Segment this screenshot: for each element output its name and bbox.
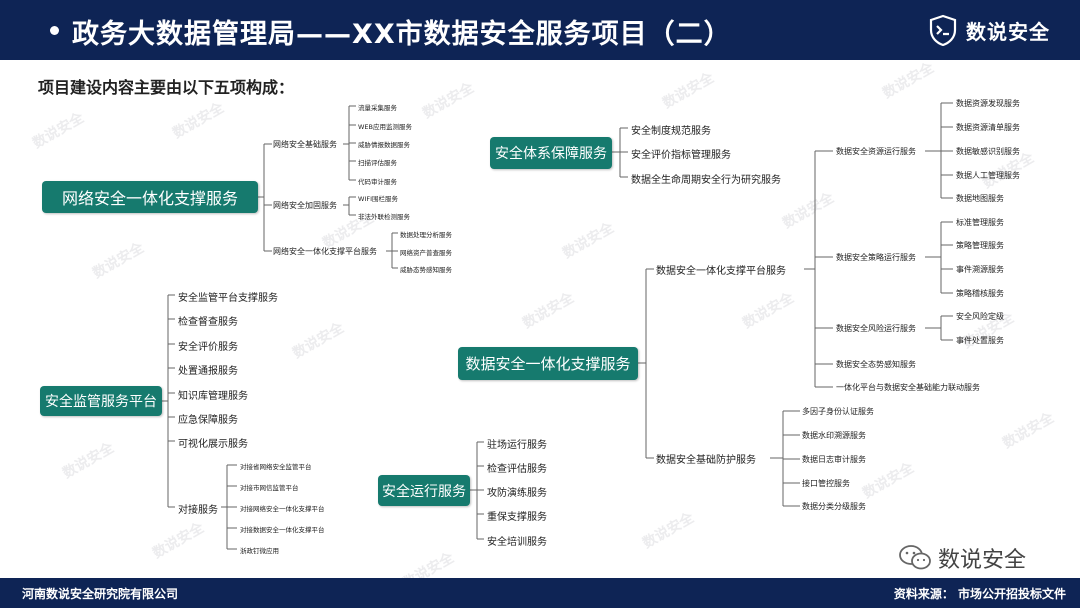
connector-network-basic [343, 105, 356, 181]
title-bullet [50, 26, 59, 35]
leaf-data-resource: 数据地图服务 [956, 194, 1004, 203]
node-system-guarantee: 安全体系保障服务 [490, 137, 612, 169]
footer-company: 河南数说安全研究院有限公司 [22, 587, 179, 601]
leaf-data-risk: 安全风险定级 [956, 312, 1004, 321]
leaf-data-resource: 数据人工管理服务 [956, 171, 1020, 180]
leaf-network-platform: 威胁态势感知服务 [400, 266, 452, 274]
connector-system [612, 127, 628, 178]
leaf-docking: 浙政钉微应用 [240, 547, 279, 555]
leaf-data-strategy: 策略管理服务 [956, 241, 1004, 250]
leaf-data-basic: 数据分类分级服务 [802, 502, 866, 511]
connector-basic [770, 410, 800, 507]
leaf-network-platform: 网络资产普查服务 [400, 249, 452, 257]
node-network-platform: 网络安全一体化支撑平台服务 [273, 247, 377, 256]
leaf-system: 安全制度规范服务 [631, 126, 711, 137]
node-network-basic: 网络安全基础服务 [273, 140, 337, 149]
leaf-supervision: 处置通报服务 [178, 366, 238, 377]
leaf-network-basic: 扫描评估服务 [358, 159, 397, 167]
leaf-network-basic: 威胁情报数据服务 [358, 141, 410, 149]
connector-network [258, 143, 272, 252]
connector-data-platform [804, 150, 833, 388]
leaf-data-basic: 数据日志审计服务 [802, 455, 866, 464]
wechat-account-tag: 数说安全 [898, 542, 1026, 574]
node-operation: 安全运行服务 [378, 475, 470, 506]
leaf-system: 安全评价指标管理服务 [631, 150, 731, 161]
leaf-network-harden: WIFI围栏服务 [358, 195, 398, 203]
leaf-supervision: 安全评价服务 [178, 342, 238, 353]
page-title: 政务大数据管理局——XX市数据安全服务项目（二） [72, 19, 732, 50]
connector-network-platform [386, 232, 398, 269]
leaf-operation: 重保支撑服务 [487, 512, 547, 523]
node-data-situation: 数据安全态势感知服务 [836, 360, 916, 369]
leaf-data-basic: 接口管控服务 [802, 479, 850, 488]
leaf-data-resource: 数据资源清单服务 [956, 123, 1020, 132]
leaf-data-risk: 事件处置服务 [956, 336, 1004, 345]
footer-bar: 河南数说安全研究院有限公司 资料来源： 市场公开招投标文件 [0, 578, 1080, 608]
leaf-operation: 检查评估服务 [487, 464, 547, 475]
leaf-data-resource: 数据敏感识别服务 [956, 147, 1020, 156]
leaf-network-platform: 数据处理分析服务 [400, 231, 452, 239]
leaf-docking: 对接数据安全一体化支撑平台 [240, 526, 325, 534]
header-bar: 政务大数据管理局——XX市数据安全服务项目（二） 数说安全 [0, 0, 1080, 60]
node-data-linkage: 一体化平台与数据安全基础能力联动服务 [836, 383, 980, 392]
connector-data [638, 268, 654, 459]
node-data-resource: 数据安全资源运行服务 [836, 147, 916, 156]
node-data-basic: 数据安全基础防护服务 [656, 455, 756, 466]
wechat-account-name: 数说安全 [938, 548, 1027, 573]
connector-operation [470, 441, 484, 540]
wechat-icon [899, 545, 931, 570]
leaf-operation: 攻防演练服务 [487, 488, 547, 499]
leaf-docking: 对接省网络安全监管平台 [240, 463, 312, 471]
leaf-network-basic: WEB应用监测服务 [358, 123, 412, 131]
leaf-supervision: 安全监管平台支撑服务 [178, 293, 278, 304]
leaf-data-resource: 数据资源发现服务 [956, 99, 1020, 108]
leaf-data-strategy: 策略稽核服务 [956, 289, 1004, 298]
connector-network-harden [343, 196, 356, 216]
node-data-support: 数据安全一体化支撑服务 [458, 347, 638, 380]
leaf-data-strategy: 标准管理服务 [956, 218, 1004, 227]
leaf-operation: 安全培训服务 [487, 537, 547, 548]
node-data-strategy: 数据安全策略运行服务 [836, 253, 916, 262]
connector-strategy [925, 221, 953, 294]
brand-name: 数说安全 [966, 19, 1050, 44]
footer-source: 资料来源： 市场公开招投标文件 [893, 587, 1066, 601]
leaf-operation: 驻场运行服务 [487, 440, 547, 451]
connector-resource [925, 102, 953, 199]
intro-text: 项目建设内容主要由以下五项构成： [38, 78, 295, 97]
node-network-harden: 网络安全加固服务 [273, 201, 337, 210]
leaf-system: 数据全生命周期安全行为研究服务 [631, 175, 781, 186]
leaf-supervision: 可视化展示服务 [178, 439, 248, 450]
leaf-network-basic: 代码审计服务 [358, 178, 397, 186]
leaf-data-basic: 数据水印溯源服务 [802, 431, 866, 440]
node-data-risk: 数据安全风险运行服务 [836, 324, 916, 333]
leaf-supervision: 检查督查服务 [178, 317, 238, 328]
connector-supervision [162, 294, 175, 508]
leaf-data-basic: 多因子身份认证服务 [802, 407, 874, 416]
leaf-docking: 对接市网信监管平台 [240, 484, 299, 492]
node-docking: 对接服务 [178, 505, 218, 516]
brand-logo: 数说安全 [928, 10, 1050, 50]
node-network-support: 网络安全一体化支撑服务 [42, 181, 258, 213]
node-data-platform: 数据安全一体化支撑平台服务 [656, 266, 786, 277]
leaf-network-harden: 非法外联检测服务 [358, 213, 410, 221]
connector-risk [925, 315, 953, 341]
leaf-docking: 对接网络安全一体化支撑平台 [240, 505, 325, 513]
leaf-supervision: 应急保障服务 [178, 415, 238, 426]
leaf-data-strategy: 事件溯源服务 [956, 265, 1004, 274]
leaf-supervision: 知识库管理服务 [178, 391, 248, 402]
connector-docking [221, 464, 237, 550]
node-supervision-platform: 安全监管服务平台 [40, 386, 162, 416]
brand-shield-icon [929, 14, 957, 46]
leaf-network-basic: 流量采集服务 [358, 104, 397, 112]
